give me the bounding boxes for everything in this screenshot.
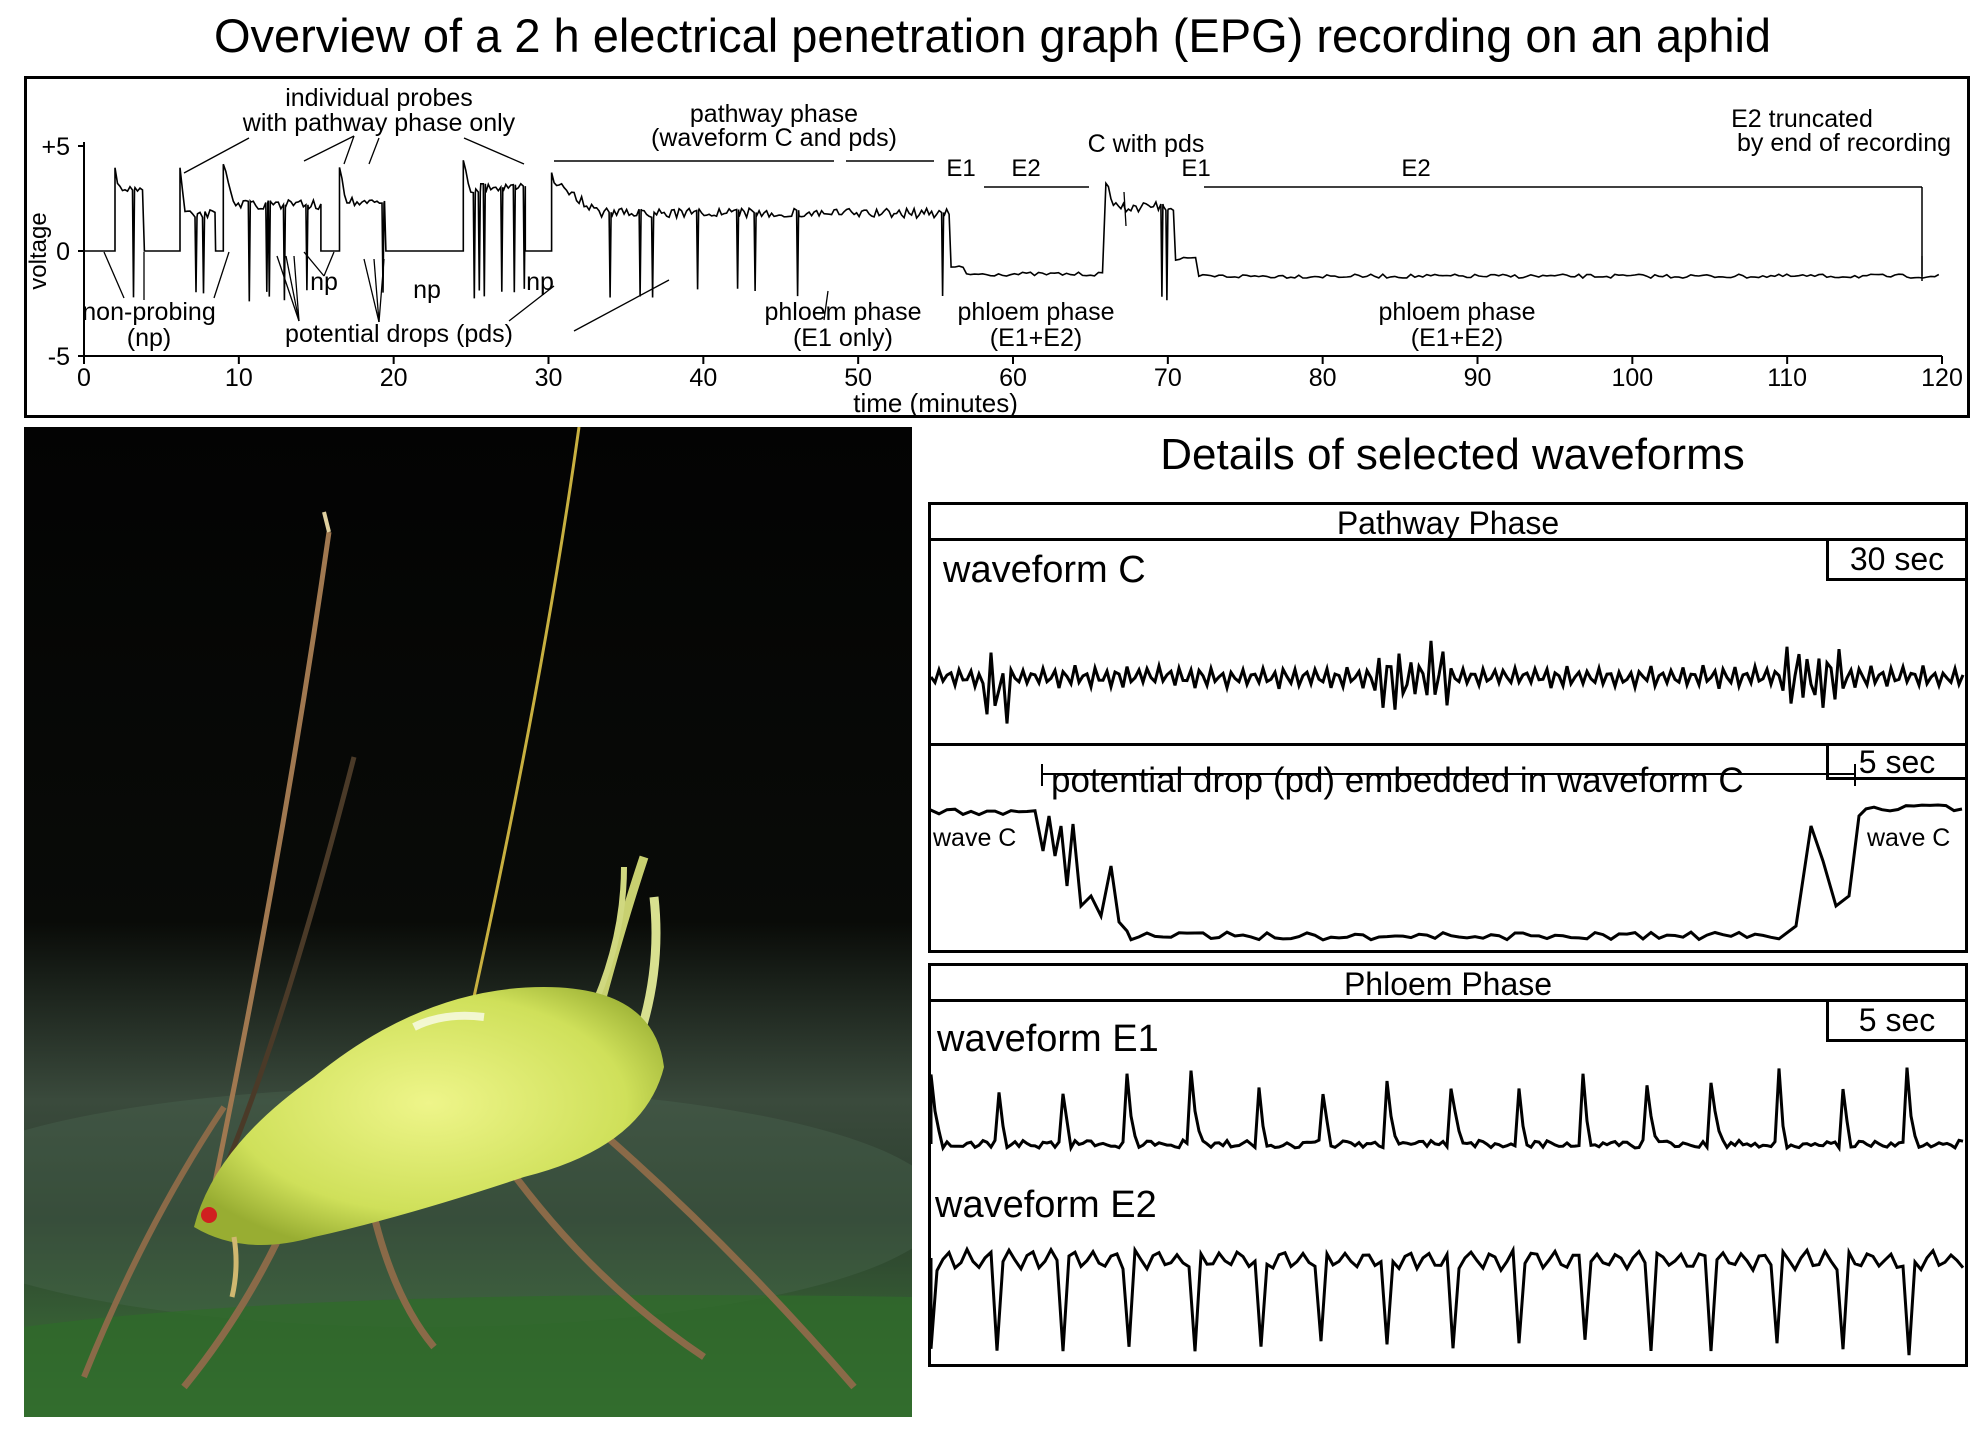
scale-5-sec-a: 5 sec <box>1826 746 1965 780</box>
annotation-arrow <box>373 258 380 323</box>
y-tick-label: +5 <box>41 133 70 161</box>
chart-annotation: E1 <box>1181 155 1210 182</box>
annotation-arrow <box>378 258 385 323</box>
chart-annotation: E2 truncated <box>1731 105 1873 133</box>
annotation-arrow <box>293 255 300 322</box>
x-tick-label: 20 <box>380 364 408 392</box>
x-axis-label: time (minutes) <box>853 388 1018 418</box>
x-tick-label: 110 <box>1767 364 1807 392</box>
x-tick-label: 50 <box>844 364 872 392</box>
chart-annotation: C with pds <box>1088 130 1205 158</box>
pd-trace <box>931 764 1963 942</box>
phloem-phase-panel: Phloem Phase 5 sec waveform E1 waveform … <box>928 963 1968 1367</box>
annotation-arrow <box>303 135 355 162</box>
chart-annotation: np <box>526 268 554 296</box>
annotation-arrow <box>463 137 525 165</box>
annotation-arrow <box>183 137 250 174</box>
pd-label: potential drop (pd) embedded in waveform… <box>1051 761 1744 800</box>
epg-trace <box>84 160 1940 302</box>
annotation-arrow <box>823 290 829 321</box>
chart-annotation: by end of recording <box>1737 129 1951 157</box>
chart-annotation: phloem phase <box>1378 298 1535 326</box>
details-title: Details of selected waveforms <box>1160 430 1745 479</box>
chart-annotation: non-probing <box>82 298 215 326</box>
chart-annotation: np <box>310 268 338 296</box>
annotation-arrow <box>285 255 300 322</box>
waveform-e1-label: waveform E1 <box>937 1018 1159 1060</box>
waveform-c-label: waveform C <box>943 549 1146 591</box>
pathway-phase-header: Pathway Phase <box>931 505 1965 541</box>
phloem-phase-header: Phloem Phase <box>931 966 1965 1002</box>
x-tick-label: 10 <box>225 364 253 392</box>
pathway-phase-panel: Pathway Phase 30 sec waveform C <box>928 502 1968 746</box>
potential-drop-panel: 5 sec potential drop (pd) embedded in wa… <box>928 746 1968 953</box>
annotation-arrow <box>363 258 380 323</box>
chart-annotation: with pathway phase only <box>242 109 516 137</box>
chart-annotation: (E1+E2) <box>990 324 1082 352</box>
scale-5-sec-b: 5 sec <box>1826 1002 1965 1042</box>
chart-annotation: (waveform C and pds) <box>651 124 897 152</box>
annotation-arrow <box>573 279 670 332</box>
annotation-arrow <box>323 251 335 277</box>
x-tick-label: 60 <box>999 364 1027 392</box>
annotation-arrow <box>103 251 125 299</box>
x-tick-label: 90 <box>1464 364 1492 392</box>
x-tick-label: 0 <box>77 364 91 392</box>
chart-annotation: phloem phase <box>764 298 921 326</box>
chart-annotation: E1 <box>946 155 975 182</box>
x-tick-label: 70 <box>1154 364 1182 392</box>
chart-annotation: (np) <box>127 324 171 352</box>
chart-annotation: np <box>413 276 441 304</box>
waveform-c-trace <box>931 640 1965 724</box>
scale-30-sec: 30 sec <box>1826 541 1965 581</box>
annotation-arrow <box>508 285 555 322</box>
x-tick-label: 100 <box>1611 364 1653 392</box>
annotation-arrow <box>303 251 325 277</box>
annotation-arrow <box>368 137 380 165</box>
main-title: Overview of a 2 h electrical penetration… <box>213 9 1772 62</box>
waveform-e2-trace <box>931 1244 1965 1356</box>
chart-annotation: E2 <box>1401 155 1430 182</box>
chart-annotation: individual probes <box>285 84 473 112</box>
x-tick-label: 80 <box>1309 364 1337 392</box>
chart-annotation: (E1+E2) <box>1411 324 1503 352</box>
y-tick-label: -5 <box>48 343 70 371</box>
chart-annotation: E2 <box>1011 155 1040 182</box>
y-tick-label: 0 <box>56 238 70 266</box>
x-tick-label: 30 <box>535 364 563 392</box>
wave-c-right-label: wave C <box>1867 824 1951 852</box>
x-tick-label: 40 <box>689 364 717 392</box>
y-axis-label: voltage <box>25 212 52 289</box>
annotation-arrow <box>1123 191 1127 227</box>
x-tick-label: 120 <box>1921 364 1963 392</box>
annotation-arrow <box>276 255 300 322</box>
chart-annotation: (E1 only) <box>793 324 893 352</box>
chart-annotation: pathway phase <box>690 100 858 128</box>
chart-annotation: phloem phase <box>957 298 1114 326</box>
annotation-arrow <box>213 251 230 299</box>
annotation-arrow <box>343 135 355 165</box>
wave-c-left-label: wave C <box>933 824 1017 852</box>
waveform-e2-label: waveform E2 <box>935 1184 1157 1226</box>
waveform-e1-trace <box>931 1067 1964 1153</box>
overview-chart-frame <box>24 76 1970 418</box>
aphid-photo <box>24 427 912 1417</box>
chart-annotation: potential drops (pds) <box>285 320 513 348</box>
